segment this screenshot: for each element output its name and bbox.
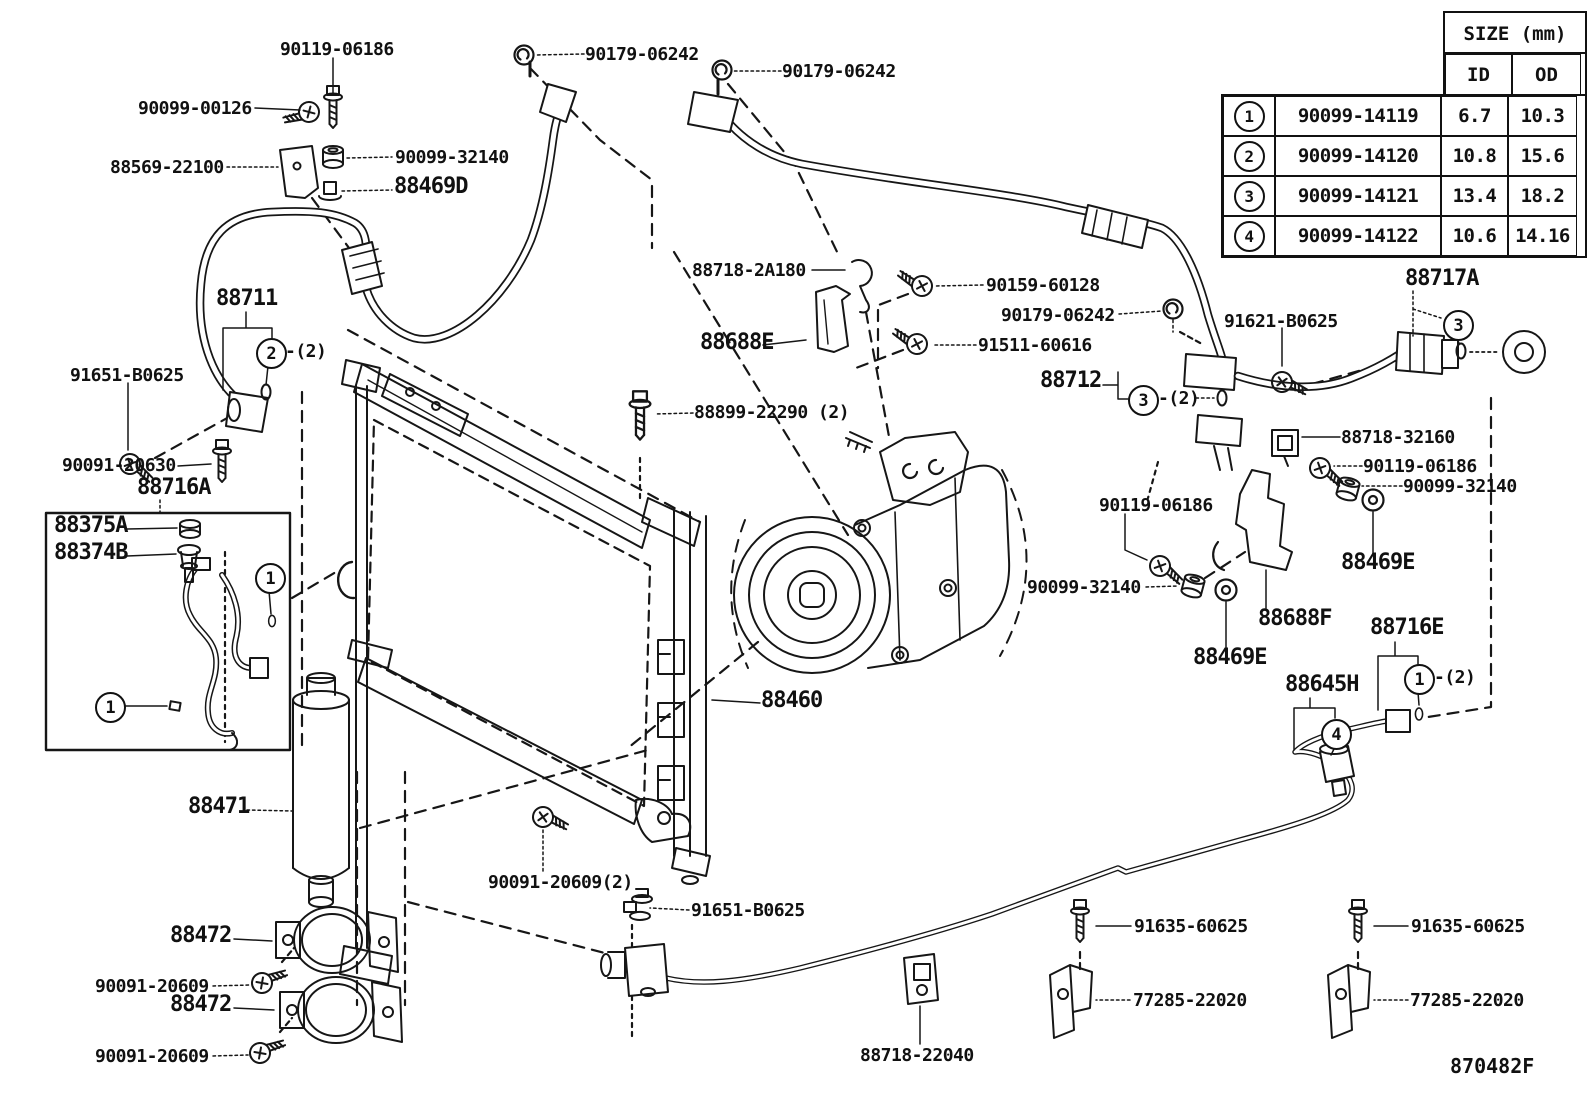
part-label-88718-2A180: 88718-2A180 bbox=[692, 260, 806, 281]
table-cell-od: 14.16 bbox=[1508, 216, 1577, 256]
callout-badge: 4 bbox=[1233, 220, 1265, 252]
part-label-77285-22020-right: 77285-22020 bbox=[1410, 990, 1524, 1011]
callout-4-88645H: 4 bbox=[1321, 719, 1352, 750]
table-cell-id: 10.6 bbox=[1441, 216, 1508, 256]
qty-suffix-88716E: -(2) bbox=[1434, 667, 1476, 688]
part-label-90179-06242-left: 90179-06242 bbox=[585, 44, 699, 65]
part-label-88469E-mid: 88469E bbox=[1193, 645, 1267, 670]
callout-3-88712: 3 bbox=[1128, 385, 1159, 416]
part-label-91621-B0625: 91621-B0625 bbox=[1224, 311, 1338, 332]
size-table: 1 90099-14119 6.7 10.3 2 90099-14120 10.… bbox=[1221, 94, 1587, 258]
table-cell-id: 10.8 bbox=[1441, 136, 1508, 176]
part-label-88688E: 88688E bbox=[700, 330, 774, 355]
part-label-91511-60616: 91511-60616 bbox=[978, 335, 1092, 356]
drawing-code: 870482F bbox=[1450, 1054, 1535, 1078]
part-label-91635-60625-right: 91635-60625 bbox=[1411, 916, 1525, 937]
part-label-88460: 88460 bbox=[761, 688, 823, 713]
part-label-88471: 88471 bbox=[188, 794, 250, 819]
callout-1-box-top: 1 bbox=[255, 563, 286, 594]
part-label-90091-20609-x2: 90091-20609(2) bbox=[488, 872, 633, 893]
part-label-88718-32160: 88718-32160 bbox=[1341, 427, 1455, 448]
part-label-90119-06186-right: 90119-06186 bbox=[1363, 456, 1477, 477]
part-label-88472-lower: 88472 bbox=[170, 992, 232, 1017]
part-label-88469D: 88469D bbox=[394, 174, 468, 199]
part-label-90099-00126: 90099-00126 bbox=[138, 98, 252, 119]
table-cell-id: 13.4 bbox=[1441, 176, 1508, 216]
compressor-drawing bbox=[730, 431, 1028, 674]
part-label-90099-32140-right: 90099-32140 bbox=[1403, 476, 1517, 497]
part-label-91635-60625-left: 91635-60625 bbox=[1134, 916, 1248, 937]
part-label-88472-upper: 88472 bbox=[170, 923, 232, 948]
part-label-90099-32140-mid: 90099-32140 bbox=[1027, 577, 1141, 598]
part-label-88716E: 88716E bbox=[1370, 615, 1444, 640]
table-cell-part: 90099-14119 bbox=[1275, 96, 1441, 136]
discharge-hose-drawing bbox=[687, 78, 1243, 471]
table-row-callout: 4 bbox=[1223, 216, 1275, 256]
part-label-90091-20609-lower: 90091-20609 bbox=[95, 1046, 209, 1067]
part-label-91651-B0625-left: 91651-B0625 bbox=[70, 365, 184, 386]
liquid-line-pipe-drawing bbox=[600, 709, 1411, 997]
table-cell-part: 90099-14120 bbox=[1275, 136, 1441, 176]
part-label-90159-60128: 90159-60128 bbox=[986, 275, 1100, 296]
part-label-90119-06186-top: 90119-06186 bbox=[280, 39, 394, 60]
callout-badge: 1 bbox=[1233, 100, 1265, 132]
part-label-90099-32140-top: 90099-32140 bbox=[395, 147, 509, 168]
part-label-88375A: 88375A bbox=[54, 513, 128, 538]
suction-hose-88711-drawing bbox=[195, 60, 577, 433]
part-label-88899-22290: 88899-22290 (2) bbox=[694, 402, 850, 423]
part-label-90091-20630: 90091-20630 bbox=[62, 455, 176, 476]
callout-badge: 2 bbox=[1233, 140, 1265, 172]
fastener-icons bbox=[115, 44, 1467, 1068]
col-header-id: ID bbox=[1445, 54, 1512, 96]
part-label-90091-20609-upper: 90091-20609 bbox=[95, 976, 209, 997]
part-label-88716A: 88716A bbox=[137, 475, 211, 500]
part-label-88469E-right: 88469E bbox=[1341, 550, 1415, 575]
pipe-clamps-88472-drawing bbox=[275, 906, 403, 1044]
part-label-88718-22040: 88718-22040 bbox=[860, 1045, 974, 1066]
table-cell-od: 15.6 bbox=[1508, 136, 1577, 176]
table-cell-od: 10.3 bbox=[1508, 96, 1577, 136]
part-label-88374B: 88374B bbox=[54, 540, 128, 565]
qty-suffix-88712: -(2) bbox=[1158, 388, 1200, 409]
table-cell-part: 90099-14121 bbox=[1275, 176, 1441, 216]
table-cell-part: 90099-14122 bbox=[1275, 216, 1441, 256]
part-label-88717A: 88717A bbox=[1405, 266, 1479, 291]
part-label-88712: 88712 bbox=[1040, 368, 1102, 393]
callout-3-88717A: 3 bbox=[1443, 310, 1474, 341]
size-table-column-headers: ID OD bbox=[1443, 52, 1587, 98]
part-label-88569-22100: 88569-22100 bbox=[110, 157, 224, 178]
callout-badge: 3 bbox=[1233, 180, 1265, 212]
table-cell-od: 18.2 bbox=[1508, 176, 1577, 216]
condenser-drawing bbox=[336, 359, 711, 985]
part-label-88688F: 88688F bbox=[1258, 606, 1332, 631]
part-label-90179-06242-right: 90179-06242 bbox=[1001, 305, 1115, 326]
part-label-91651-B0625-bottom: 91651-B0625 bbox=[691, 900, 805, 921]
table-row-callout: 1 bbox=[1223, 96, 1275, 136]
leader-lines bbox=[122, 53, 1460, 1057]
part-label-90179-06242-mid: 90179-06242 bbox=[782, 61, 896, 82]
receiver-drier-drawing bbox=[292, 672, 350, 908]
part-label-77285-22020-left: 77285-22020 bbox=[1133, 990, 1247, 1011]
part-label-88645H: 88645H bbox=[1285, 672, 1359, 697]
table-row-callout: 3 bbox=[1223, 176, 1275, 216]
qty-suffix-88711: -(2) bbox=[285, 341, 327, 362]
table-cell-id: 6.7 bbox=[1441, 96, 1508, 136]
col-header-od: OD bbox=[1512, 54, 1581, 96]
table-row-callout: 2 bbox=[1223, 136, 1275, 176]
part-label-88711: 88711 bbox=[216, 286, 278, 311]
callout-1-88716E: 1 bbox=[1404, 664, 1435, 695]
part-label-90119-06186-mid: 90119-06186 bbox=[1099, 495, 1213, 516]
callout-1-box-bottom: 1 bbox=[95, 692, 126, 723]
size-table-title: SIZE (mm) bbox=[1443, 11, 1587, 56]
liquid-hose-88717A-drawing bbox=[1233, 330, 1546, 391]
callout-2-88711: 2 bbox=[256, 338, 287, 369]
